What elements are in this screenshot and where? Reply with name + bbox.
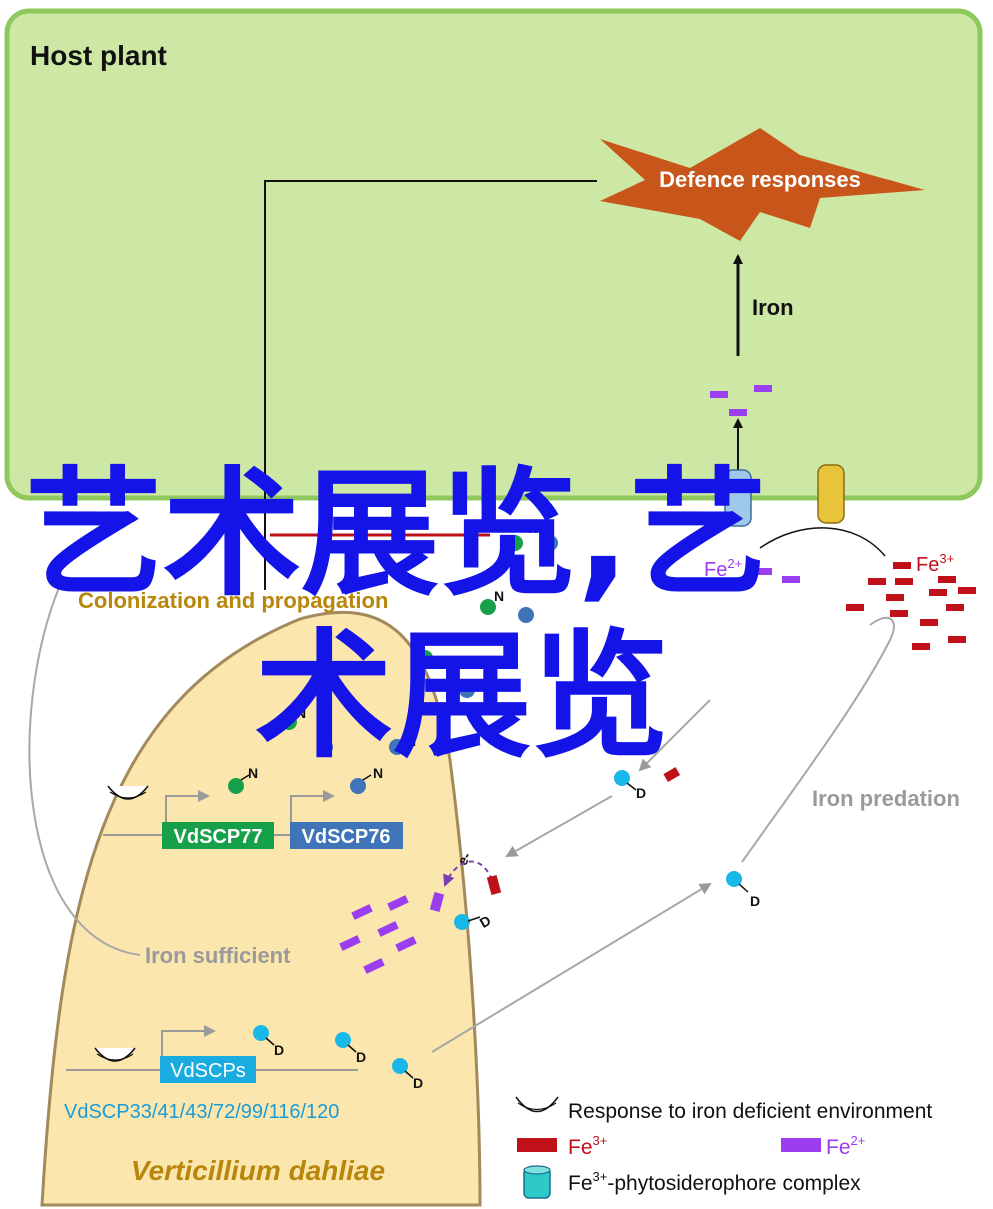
d-mark: D <box>636 785 646 801</box>
promoter-arrow-76 <box>290 790 335 822</box>
host-plant-box <box>4 8 983 501</box>
iron-arrow-label: Iron <box>752 295 794 320</box>
legend-fe2-swatch <box>781 1138 821 1152</box>
fe2-cluster <box>339 895 417 974</box>
svg-text:N: N <box>528 520 538 536</box>
colonization-label: Colonization and propagation <box>78 588 388 613</box>
svg-text:D: D <box>356 1049 366 1065</box>
svg-text:D: D <box>413 1075 423 1091</box>
n-effectors: N N N N N N <box>228 520 558 794</box>
legend-fe2-text: Fe2+ <box>826 1133 865 1159</box>
d-mark: D <box>750 893 760 909</box>
fe3-bound <box>486 875 502 895</box>
defence-trigger-line <box>264 180 597 590</box>
genes-list-label: VdSCP33/41/43/72/99/116/120 <box>64 1101 339 1123</box>
fe2-label: Fe2+ <box>704 556 742 581</box>
fungus-title: Verticillium dahliae <box>131 1155 385 1186</box>
defence-responses-label: Defence responses <box>659 167 861 192</box>
iron-predation-label: Iron predation <box>812 786 960 811</box>
d-mark: D <box>477 912 494 931</box>
d-effectors: D D D <box>253 1025 423 1091</box>
fe2-bar <box>782 576 800 583</box>
gene-vdscp77-label: VdSCP77 <box>174 826 263 848</box>
svg-text:N: N <box>406 733 416 749</box>
promoter-arrow-vdscps <box>161 1025 216 1056</box>
secretion-arrow <box>431 882 712 1053</box>
transporter-yellow <box>817 464 845 524</box>
promoter-arrow-77 <box>165 790 210 822</box>
gene-vdscp76 <box>290 822 403 849</box>
watermark-line2: 术展览 <box>255 616 670 777</box>
return-arrow <box>505 795 613 857</box>
svg-text:N: N <box>296 705 306 721</box>
fe2-bar <box>710 391 728 398</box>
svg-text:N: N <box>248 765 258 781</box>
iron-sufficient-label: Iron sufficient <box>145 943 291 968</box>
fe2-bar <box>729 409 747 416</box>
predation-curve <box>741 616 895 863</box>
svg-text:N: N <box>373 765 383 781</box>
fe3-label: Fe3+ <box>916 551 954 576</box>
gene-vdscp77 <box>162 822 274 849</box>
gene-vdscps-label: VdSCPs <box>170 1060 246 1082</box>
gene-vdscps <box>160 1056 256 1083</box>
gene-vdscp76-label: VdSCP76 <box>302 826 391 848</box>
fe3-cluster <box>846 562 976 650</box>
host-plant-title: Host plant <box>30 40 167 71</box>
legend-response-text: Response to iron deficient environment <box>568 1100 932 1123</box>
fe2-released <box>429 892 445 912</box>
legend-fe3-text: Fe3+ <box>568 1133 607 1159</box>
fe2-bar <box>754 385 772 392</box>
defence-starburst <box>600 128 925 241</box>
svg-text:N: N <box>494 588 504 604</box>
d-siderophore <box>614 770 630 786</box>
reduction-curve <box>759 527 886 557</box>
legend-fe3-swatch <box>517 1138 557 1152</box>
legend: Response to iron deficient environment F… <box>515 1096 932 1199</box>
svg-text:D: D <box>274 1042 284 1058</box>
predation-arrow-in <box>638 699 711 772</box>
legend-complex-text: Fe3+-phytosiderophore complex <box>568 1169 861 1195</box>
fe2-bar <box>756 568 772 575</box>
iron-sufficient-loop <box>28 584 141 956</box>
watermark-line1: 艺术展览,艺 <box>25 454 768 615</box>
transporter-blue <box>724 469 752 527</box>
d-siderophore <box>454 914 470 930</box>
fe3-bound <box>663 767 681 782</box>
reduction-arrow <box>443 860 493 887</box>
fungus-body <box>40 610 482 1207</box>
d-siderophore <box>726 871 742 887</box>
